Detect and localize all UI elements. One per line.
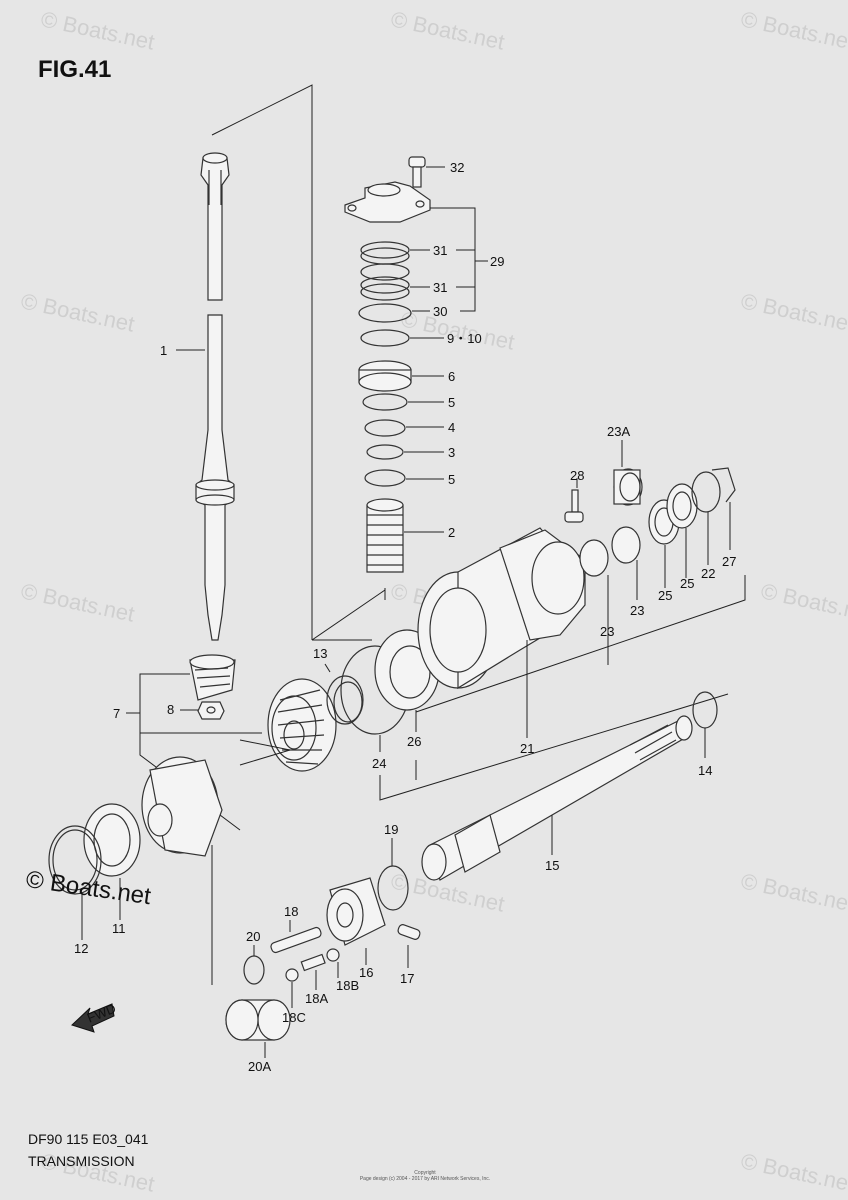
callout-4: 4 [448,420,455,435]
leader-lines [176,166,488,641]
clip-27 [711,467,736,503]
bolt-32 [408,156,426,188]
fwd-arrow-icon: FWD [71,1001,118,1033]
bearing-11 [83,803,141,877]
leader-frame [211,84,313,640]
callout-31: 31 [433,280,447,295]
callout-13: 13 [313,646,327,661]
callout-30: 30 [433,304,447,319]
callout-18b: 18B [336,978,359,993]
spring-18a [300,953,326,972]
copyright-notice: Copyright Page design (c) 2004 - 2017 by… [340,1170,510,1182]
copyright-line: Copyright [414,1170,436,1176]
callout-14: 14 [698,763,712,778]
callout-3: 3 [448,445,455,460]
callout-2: 2 [448,525,455,540]
snap-ring-22 [691,471,721,513]
diagram-name: TRANSMISSION [28,1153,135,1169]
callout-18c: 18C [282,1010,306,1025]
propeller-shaft [421,715,693,881]
callout-6: 6 [448,369,455,384]
callout-27: 27 [722,554,736,569]
spring-19 [377,865,409,911]
callout-17: 17 [400,971,414,986]
shim-14 [692,691,718,729]
callout-11: 11 [112,921,126,936]
needle-bearing-23 [579,526,641,577]
callout-23: 23 [630,603,644,618]
callout-5: 5 [448,472,455,487]
ball-18b [326,948,340,962]
propeller-shaft-housing [417,527,586,690]
callout-26: 26 [407,734,421,749]
callout-18: 18 [284,904,298,919]
callout-20: 20 [246,929,260,944]
leader-line [239,739,291,766]
callout-19: 19 [384,822,398,837]
clutch-dog [326,877,386,946]
leader-lines [253,838,409,1058]
diagram-code: DF90 115 E03_041 [28,1131,149,1147]
bolt-28 [564,489,584,523]
callout-5: 5 [448,395,455,410]
callout-12: 12 [74,941,88,956]
bearing-housing [344,181,431,223]
callout-1: 1 [160,343,167,358]
pin-18 [270,926,322,954]
callout-29: 29 [490,254,504,269]
ring-20 [243,955,265,985]
sleeve-20a [225,999,291,1041]
ball-18c [285,968,299,982]
pinion-shaft-2 [366,498,404,573]
callout-15: 15 [545,858,559,873]
callout-24: 24 [372,756,386,771]
callout-8: 8 [167,702,174,717]
callout-32: 32 [450,160,464,175]
copyright-line: Page design (c) 2004 - 2017 by ARI Netwo… [359,1176,491,1182]
callout-18a: 18A [305,991,328,1006]
callout-25: 25 [680,576,694,591]
callout-9-10: 9・10 [447,331,482,346]
callout-16: 16 [359,965,373,980]
callout-25: 25 [658,588,672,603]
callout-23: 23 [600,624,614,639]
shim-stack [358,241,412,487]
shim-13 [326,675,364,725]
pin-17 [397,924,421,940]
callout-20a: 20A [248,1059,271,1074]
callout-21: 21 [520,741,534,756]
callout-31: 31 [433,243,447,258]
leader-line [379,693,729,801]
forward-gear [267,678,337,772]
leader-line [324,663,331,673]
callout-28: 28 [570,468,584,483]
seal-25 [648,483,698,545]
callout-23a: 23A [607,424,630,439]
callout-7: 7 [113,706,120,721]
leader-lines [415,440,746,713]
drive-shaft [195,152,235,641]
callout-22: 22 [701,566,715,581]
shim-12 [48,825,102,895]
reverse-gear [141,756,223,857]
figure-title: FIG.41 [38,56,112,83]
needle-bearing-23a [613,468,643,506]
pinion-gear [189,654,236,701]
nut-8 [197,701,225,720]
